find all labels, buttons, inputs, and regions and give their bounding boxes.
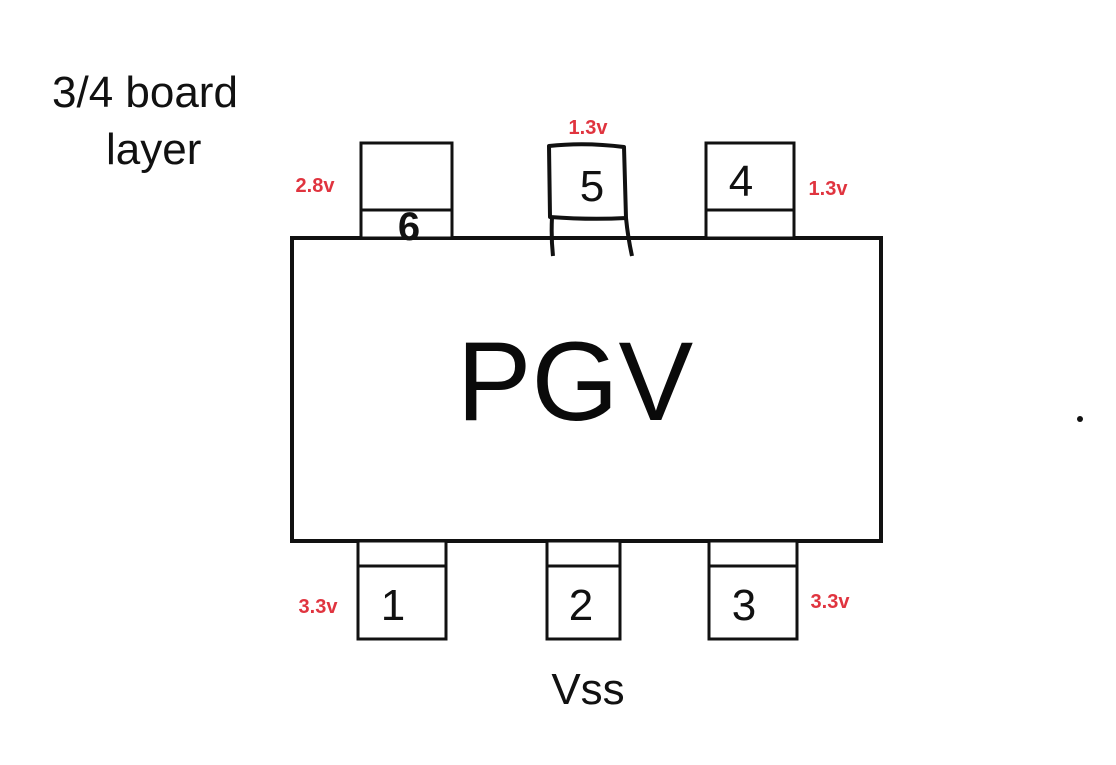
stray-dot [1077, 416, 1083, 422]
pin-2: 2 [545, 539, 622, 641]
pin-3-pad [707, 539, 799, 641]
pin-2-number: 2 [569, 581, 593, 630]
pin-6-number: 6 [398, 205, 420, 249]
pin-4-voltage: 1.3v [809, 178, 849, 200]
pin-1-number: 1 [381, 581, 405, 630]
pin-2-label: Vss [551, 665, 624, 714]
pin-2-pad [545, 539, 622, 641]
pin-6-voltage: 2.8v [296, 175, 336, 197]
pin-4: 4 [704, 141, 796, 240]
pin-4-number: 4 [729, 157, 753, 206]
pin-6: 6 [359, 141, 454, 249]
pin-1-voltage: 3.3v [299, 596, 339, 618]
pin-3: 3 [707, 539, 799, 641]
pin-6-pad [359, 141, 454, 240]
pin-5-number: 5 [580, 162, 604, 211]
pin-1-pad [356, 539, 448, 641]
board-label-line1: 3/4 board [52, 68, 238, 117]
pin-3-voltage: 3.3v [811, 591, 851, 613]
pin-4-pad [704, 141, 796, 240]
pin-5-voltage: 1.3v [569, 117, 609, 139]
pin-1: 1 [356, 539, 448, 641]
board-label-line2: layer [106, 125, 201, 174]
pin-5: 5 [547, 142, 634, 257]
pin-5-lead-left [549, 216, 555, 257]
pin-3-number: 3 [732, 581, 756, 630]
chip-label: PGV [457, 319, 694, 444]
pin-5-lead-right [624, 217, 634, 257]
